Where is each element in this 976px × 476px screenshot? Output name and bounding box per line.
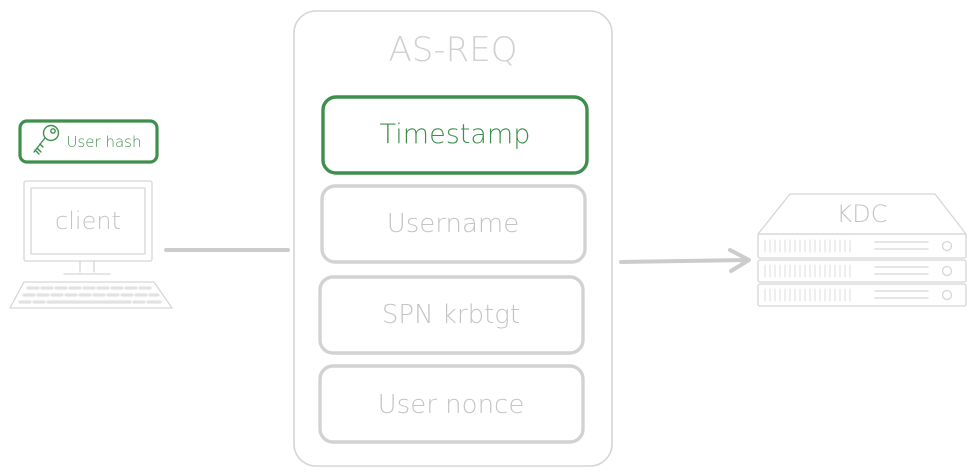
client-computer-icon (8, 180, 174, 309)
user-hash-badge: User hash (18, 119, 159, 164)
field-timestamp: Timestamp (321, 95, 589, 175)
kdc-arrow (619, 248, 751, 273)
field-username: Username (320, 184, 587, 264)
as-req-title: AS-REQ (389, 30, 518, 70)
field-user-nonce-label: User nonce (378, 390, 525, 420)
field-username-label: Username (387, 209, 520, 239)
key-icon (33, 124, 60, 155)
field-spn-krbtgt: SPN krbtgt (318, 275, 585, 355)
user-hash-label: User hash (67, 133, 142, 151)
kdc-server-icon (757, 193, 967, 307)
field-spn-krbtgt-label: SPN krbtgt (382, 300, 520, 330)
field-timestamp-label: Timestamp (380, 119, 531, 150)
kdc-label: KDC (837, 200, 888, 228)
field-user-nonce: User nonce (318, 364, 585, 444)
as-req-frame (293, 10, 613, 467)
client-label: client (55, 207, 121, 235)
